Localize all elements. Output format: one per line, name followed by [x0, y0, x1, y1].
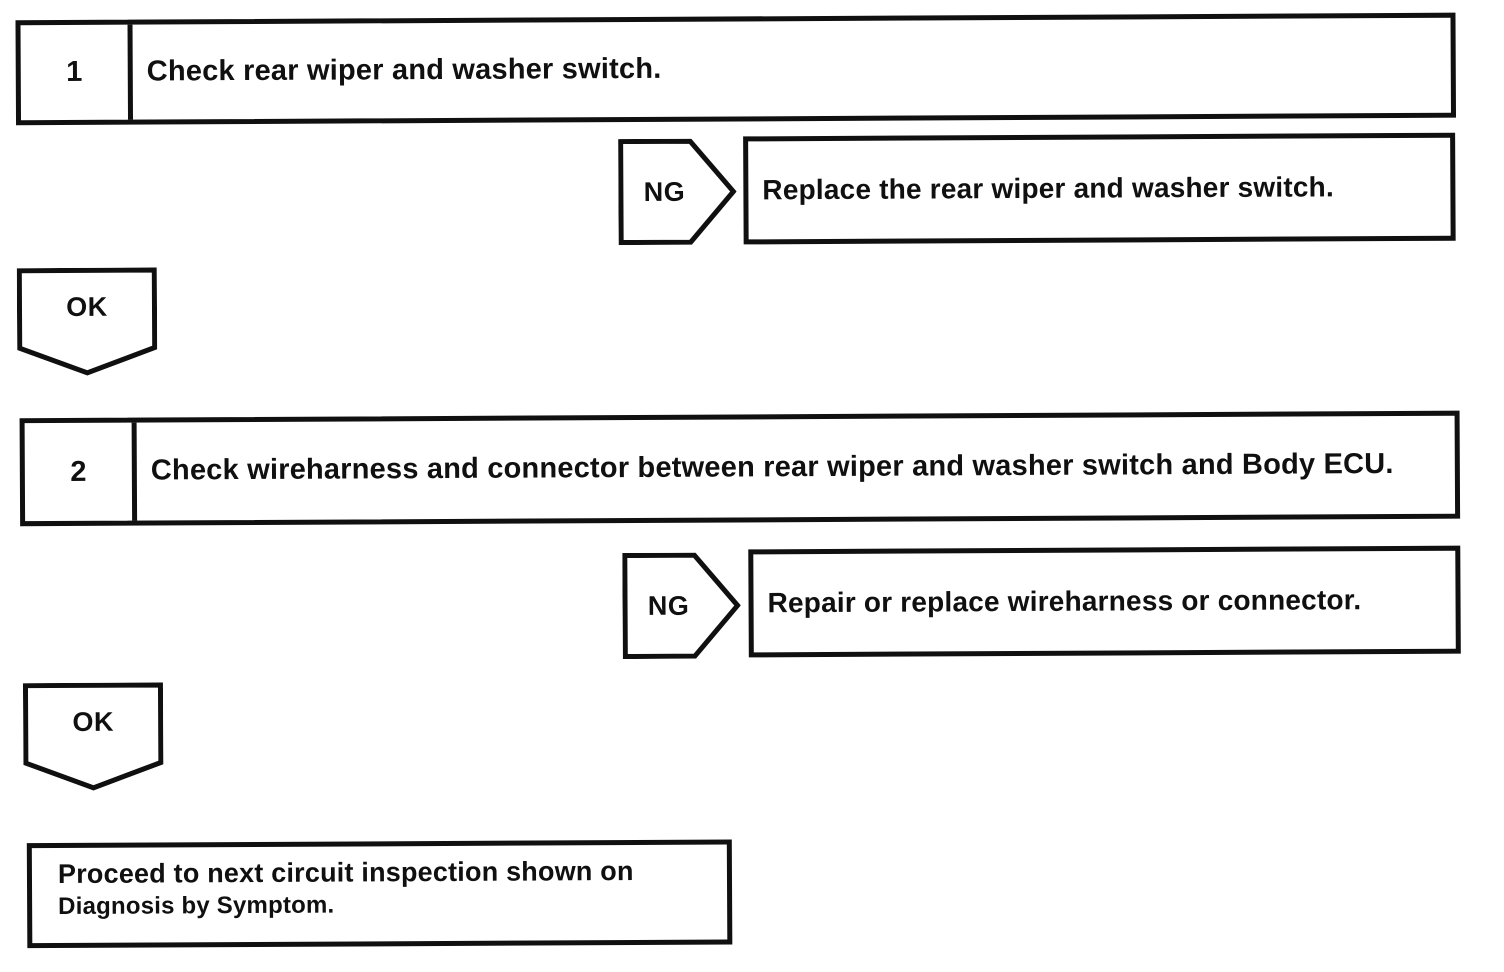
step-2-ng-action-box: Repair or replace wireharness or connect…: [748, 545, 1461, 658]
ok-label: OK: [66, 291, 108, 322]
ng-label: NG: [643, 176, 686, 207]
ok-arrow-shape: [16, 267, 158, 376]
ng-arrow-shape: [618, 138, 737, 246]
step-1-instruction: Check rear wiper and washer switch.: [133, 18, 1451, 120]
end-instruction-box: Proceed to next circuit inspection shown…: [26, 839, 733, 949]
step-1-box: 1 Check rear wiper and washer switch.: [15, 12, 1457, 126]
step-instruction-text: Check wireharness and connector between …: [150, 448, 1394, 487]
ok-label: OK: [72, 706, 114, 737]
step-instruction-text: Check rear wiper and washer switch.: [146, 52, 662, 88]
step-2-ok-arrow: OK: [22, 682, 164, 793]
step-1-ng-action-box: Replace the rear wiper and washer switch…: [743, 132, 1456, 245]
ng-label: NG: [647, 590, 690, 621]
step-1-number: 1: [20, 24, 134, 121]
step-2-number: 2: [24, 422, 138, 522]
ng-action-text: Replace the rear wiper and washer switch…: [762, 171, 1334, 206]
ng-action-text: Repair or replace wireharness or connect…: [767, 584, 1362, 619]
step-2-box: 2 Check wireharness and connector betwee…: [19, 410, 1461, 527]
end-instruction-line1: Proceed to next circuit inspection shown…: [57, 856, 634, 890]
ng-arrow-shape: [622, 552, 741, 660]
step-1-ng-arrow: NG: [618, 138, 737, 246]
step-2-instruction: Check wireharness and connector between …: [137, 416, 1455, 521]
ok-arrow-shape: [22, 682, 164, 791]
step-2-ng-arrow: NG: [622, 552, 741, 660]
step-number-label: 2: [70, 455, 87, 488]
step-1-ok-arrow: OK: [16, 267, 158, 378]
end-instruction-line2: Diagnosis by Symptom.: [58, 891, 335, 920]
step-number-label: 1: [66, 55, 83, 88]
